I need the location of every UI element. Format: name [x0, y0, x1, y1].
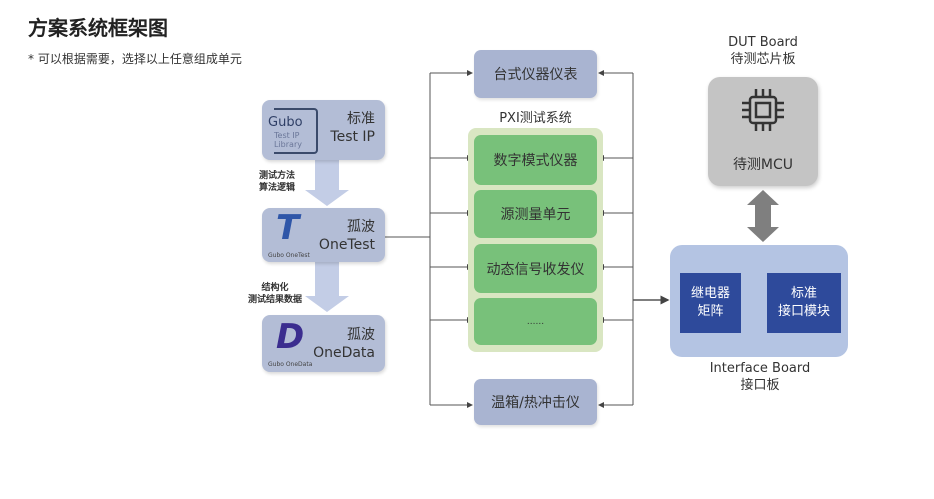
pxi-item-dsa: 动态信号收发仪 [474, 244, 597, 293]
bidirectional-arrow [747, 190, 779, 242]
thermal-chamber-box: 温箱/热冲击仪 [474, 379, 597, 425]
arrow2-label: 结构化测试结果数据 [247, 283, 302, 305]
onetest-logo: T [276, 208, 300, 248]
relay-matrix-box: 继电器矩阵 [680, 273, 741, 333]
pxi-item-more: ...... [474, 298, 597, 345]
down-arrow-1 [305, 160, 349, 206]
pxi-item-smu: 源测量单元 [474, 190, 597, 238]
bench-instrument-box: 台式仪器仪表 [474, 50, 597, 98]
chip-icon [742, 89, 784, 131]
test-ip-line2: Test IP [330, 129, 375, 145]
pxi-item-digital: 数字模式仪器 [474, 135, 597, 185]
onedata-logo: D [276, 317, 305, 357]
page-subtitle: * 可以根据需要，选择以上任意组成单元 [28, 52, 242, 66]
interface-module-box: 标准接口模块 [767, 273, 841, 333]
test-ip-line1: 标准 [347, 111, 375, 127]
pxi-title: PXI测试系统 [499, 111, 572, 126]
down-arrow-2 [305, 262, 349, 312]
page-title: 方案系统框架图 [28, 16, 168, 40]
test-ip-box: Gubo Test IP Library 标准 Test IP [262, 100, 385, 160]
arrow1-label: 测试方法算法逻辑 [258, 171, 295, 193]
dut-box: 待测MCU [708, 77, 818, 186]
dut-label: 待测MCU [732, 157, 794, 173]
test-ip-logo: Gubo Test IP Library [268, 108, 318, 154]
